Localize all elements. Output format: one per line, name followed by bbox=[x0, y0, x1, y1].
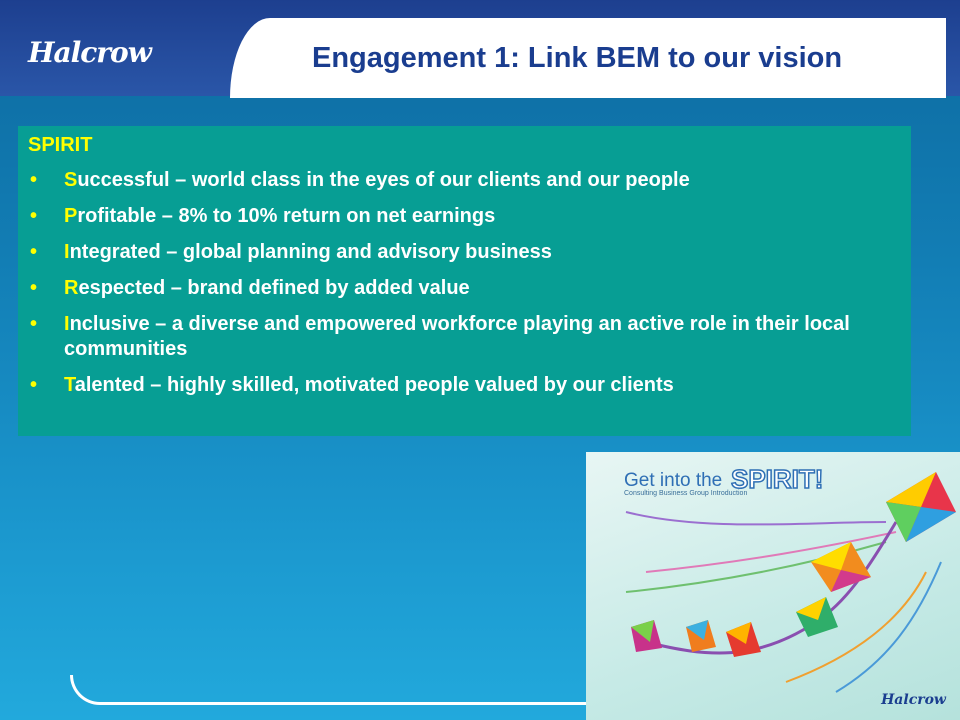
page-title: Engagement 1: Link BEM to our vision bbox=[312, 42, 843, 74]
spirit-list: • Successful – world class in the eyes o… bbox=[28, 168, 898, 409]
spirit-heading: SPIRIT bbox=[28, 134, 93, 156]
item-text: nclusive – a diverse and empowered workf… bbox=[64, 313, 850, 360]
item-initial: R bbox=[64, 277, 79, 299]
bullet-icon: • bbox=[30, 277, 38, 299]
poster-halcrow-logo: Halcrow bbox=[881, 692, 946, 708]
list-item: • Respected – brand defined by added val… bbox=[28, 276, 898, 301]
item-text: ntegrated – global planning and advisory… bbox=[69, 241, 552, 263]
poster-subtitle: Consulting Business Group Introduction bbox=[624, 490, 748, 497]
list-item: • Successful – world class in the eyes o… bbox=[28, 168, 898, 193]
list-item: • Talented – highly skilled, motivated p… bbox=[28, 373, 898, 398]
halcrow-logo: Halcrow bbox=[28, 36, 152, 69]
item-text: rofitable – 8% to 10% return on net earn… bbox=[77, 205, 496, 227]
bullet-icon: • bbox=[30, 313, 38, 335]
item-text: espected – brand defined by added value bbox=[78, 277, 470, 299]
item-initial: I bbox=[64, 313, 70, 335]
content-box bbox=[18, 126, 911, 436]
kite-illustration bbox=[625, 472, 956, 693]
list-item: • Integrated – global planning and advis… bbox=[28, 240, 898, 265]
bullet-icon: • bbox=[30, 241, 38, 263]
spirit-poster-image: Get into the SPIRIT! Consulting Business… bbox=[586, 452, 960, 720]
item-initial: T bbox=[64, 374, 75, 396]
decorative-curve bbox=[70, 675, 670, 705]
list-item: • Profitable – 8% to 10% return on net e… bbox=[28, 204, 898, 229]
poster-title-a: Get into the bbox=[624, 470, 723, 491]
item-text: alented – highly skilled, motivated peop… bbox=[74, 374, 674, 396]
item-text: uccessful – world class in the eyes of o… bbox=[77, 169, 690, 191]
bullet-icon: • bbox=[30, 205, 38, 227]
list-item: • Inclusive – a diverse and empowered wo… bbox=[28, 312, 898, 362]
item-initial: I bbox=[64, 241, 70, 263]
bullet-icon: • bbox=[30, 169, 38, 191]
poster-title-b: SPIRIT! bbox=[730, 463, 824, 495]
item-initial: S bbox=[64, 169, 78, 191]
title-panel: Engagement 1: Link BEM to our vision bbox=[230, 18, 946, 98]
bullet-icon: • bbox=[30, 374, 38, 396]
item-initial: P bbox=[64, 205, 78, 227]
